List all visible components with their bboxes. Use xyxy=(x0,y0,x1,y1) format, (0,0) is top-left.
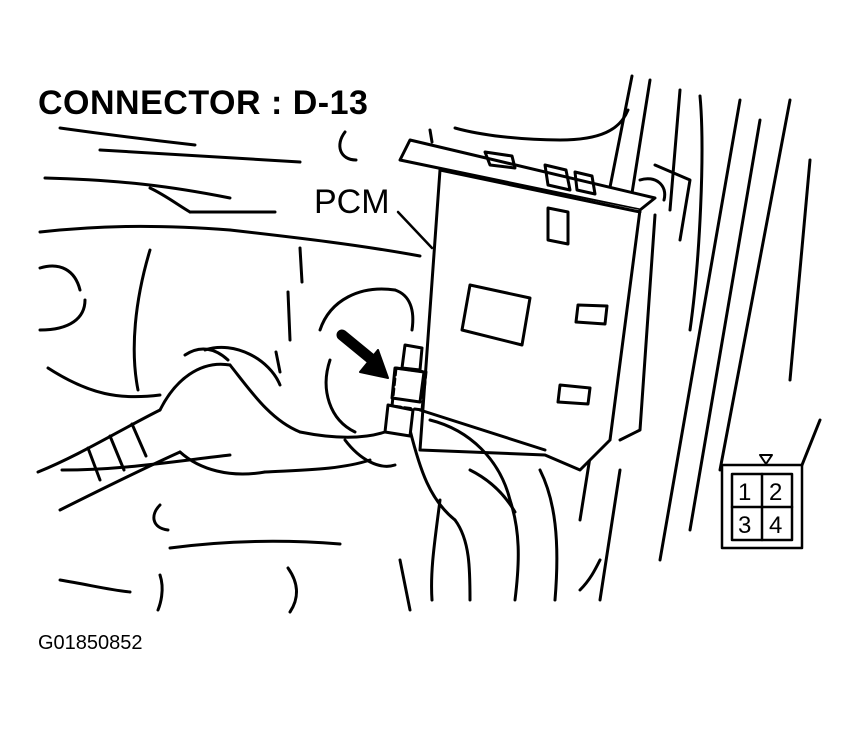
figure-id: G01850852 xyxy=(38,632,143,654)
pointer-arrow-icon xyxy=(336,329,389,379)
pin-2-label: 2 xyxy=(769,479,782,506)
connector-face-inset: 1 2 3 4 xyxy=(720,454,804,550)
pcm-label: PCM xyxy=(311,183,393,222)
connector-title: CONNECTOR : D-13 xyxy=(38,84,369,122)
connector-d13-location xyxy=(383,343,428,438)
pcm-leader-line xyxy=(396,210,434,250)
pin-3-label: 3 xyxy=(738,512,751,539)
pin-4-label: 4 xyxy=(769,512,782,539)
pin-1-label: 1 xyxy=(738,479,751,506)
pcm-unit xyxy=(398,128,692,472)
body-panel-lines xyxy=(38,126,422,614)
wire-harness xyxy=(36,287,602,602)
